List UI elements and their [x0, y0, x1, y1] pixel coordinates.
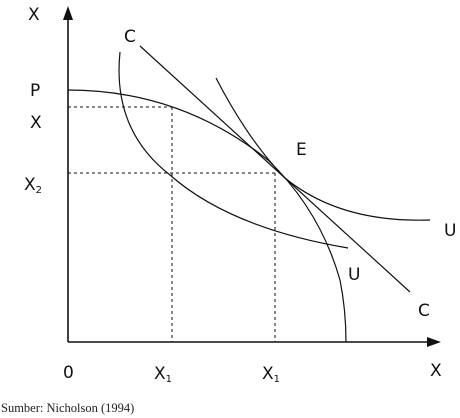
indifference-curve-lower	[118, 51, 349, 249]
y-tick-x2: X2	[24, 175, 42, 196]
x-axis-label: X	[430, 361, 442, 381]
guide-lines	[68, 106, 276, 342]
axes	[63, 6, 441, 347]
y-tick-x-top: X	[30, 113, 42, 133]
curves	[67, 45, 431, 343]
budget-line-label-bottom: C	[418, 301, 430, 321]
x-tick-x1-right-base: X	[262, 364, 274, 384]
y-tick-x2-base: X	[24, 175, 36, 195]
y-tick-x2-sub: 2	[36, 185, 42, 196]
x-tick-x1-right-sub: 1	[274, 374, 280, 385]
production-frontier-curve	[67, 89, 347, 343]
equilibrium-point-label: E	[296, 140, 307, 160]
x-tick-x1-left: X1	[154, 364, 172, 385]
origin-label: 0	[63, 363, 74, 383]
budget-line-label-top: C	[124, 27, 136, 47]
x-tick-x1-right: X1	[262, 364, 280, 385]
indifference-curve-label-upper: U	[444, 221, 456, 241]
budget-line-cc	[139, 45, 411, 293]
y-axis-arrow	[63, 6, 73, 20]
x-tick-x1-left-base: X	[154, 364, 166, 384]
x-tick-x1-left-sub: 1	[166, 374, 172, 385]
p-label: P	[30, 81, 40, 101]
indifference-curve-upper	[215, 77, 431, 221]
indifference-curve-label-lower: U	[348, 265, 360, 285]
source-caption: Sumber: Nicholson (1994)	[1, 401, 134, 415]
x-axis-arrow	[427, 337, 441, 347]
y-axis-label: X	[28, 5, 40, 25]
